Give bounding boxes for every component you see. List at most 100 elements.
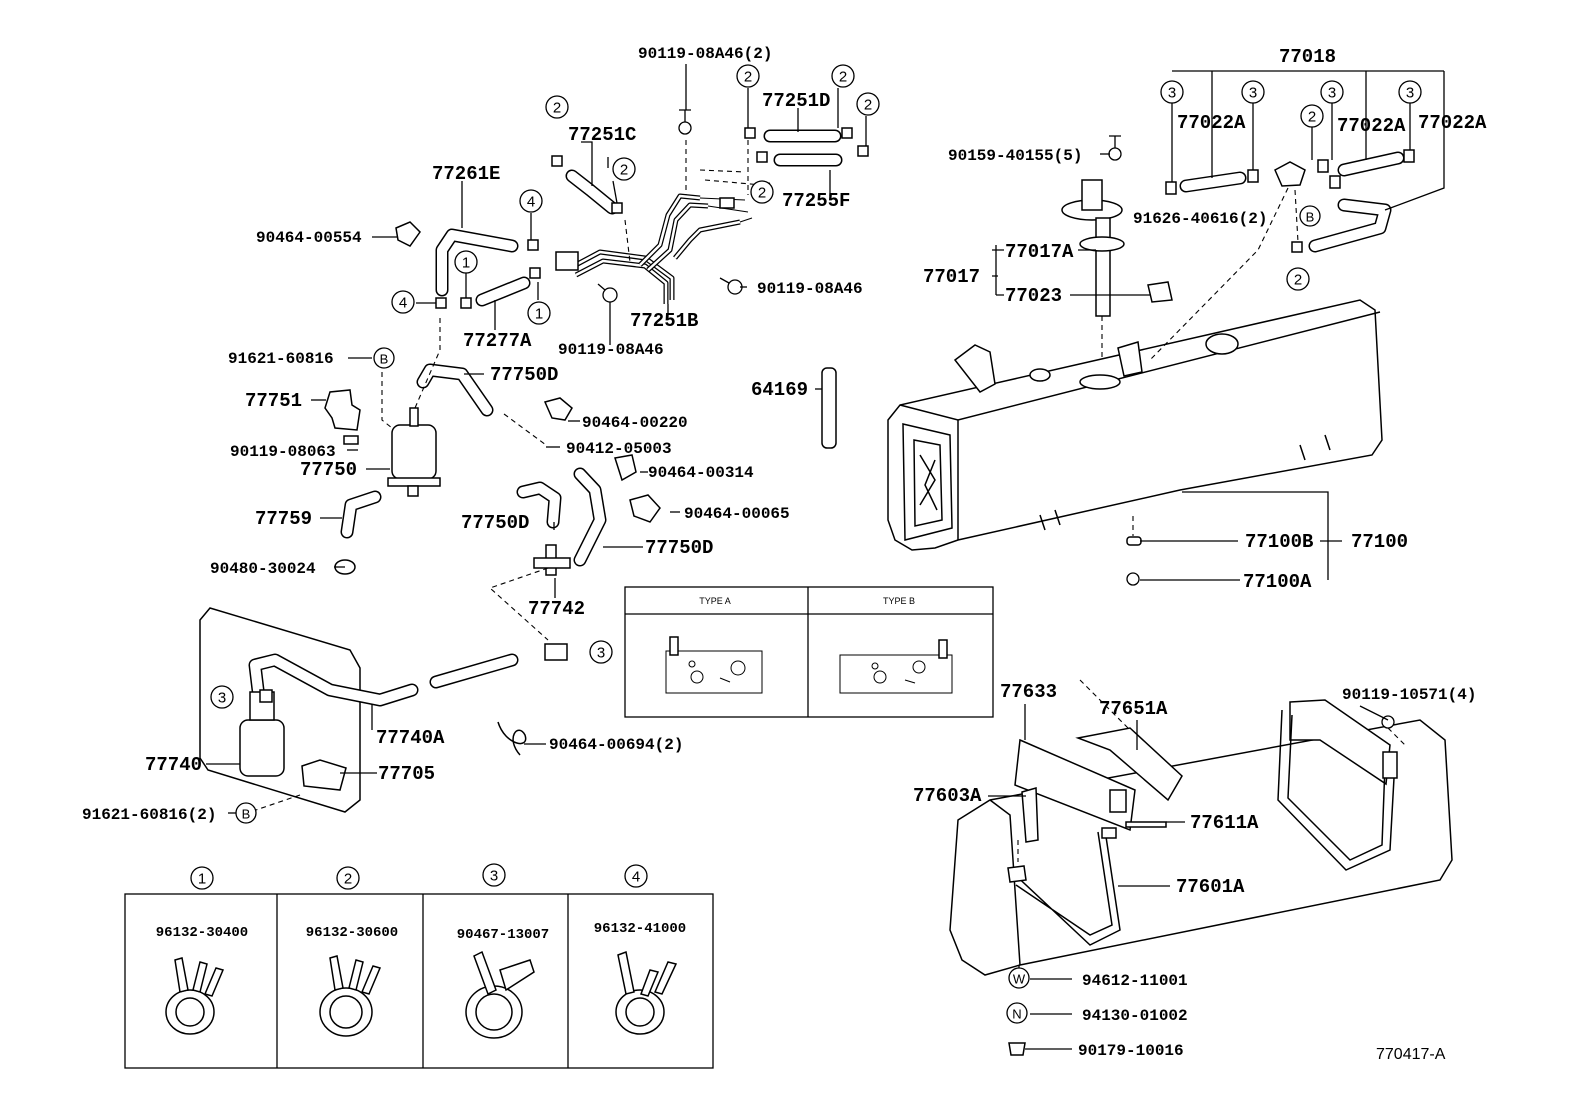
marker-3: 3 bbox=[1398, 80, 1422, 104]
clamp-marker-2 bbox=[336, 866, 360, 890]
svg-text:3: 3 bbox=[1406, 85, 1414, 102]
label-91621-60816-2: 91621-60816(2) bbox=[82, 806, 216, 824]
marker-w: W bbox=[1008, 967, 1030, 989]
svg-text:2: 2 bbox=[744, 69, 752, 86]
label-90119-08a46-2: 90119-08A46(2) bbox=[638, 45, 772, 63]
label-77017a: 77017A bbox=[1005, 241, 1074, 263]
svg-text:B: B bbox=[1306, 210, 1315, 225]
svg-text:3: 3 bbox=[218, 690, 226, 707]
clamp-type-2: 2 96132-30600 bbox=[306, 866, 398, 1037]
label-77023: 77023 bbox=[1005, 285, 1062, 307]
label-77100a: 77100A bbox=[1243, 571, 1312, 593]
svg-text:2: 2 bbox=[864, 97, 872, 114]
svg-text:2: 2 bbox=[1308, 109, 1316, 126]
marker-b: B bbox=[235, 802, 257, 824]
marker-2: 2 bbox=[1286, 267, 1310, 291]
label-90119-08a46-right: 90119-08A46 bbox=[757, 280, 863, 298]
svg-text:3: 3 bbox=[1168, 85, 1176, 102]
part-labels: 90119-08A46(2) 77251D 77251C 77255F 7726… bbox=[82, 45, 1487, 1063]
svg-text:2: 2 bbox=[620, 162, 628, 179]
drain-plug-icon bbox=[1008, 1042, 1026, 1056]
clamp-part-2: 96132-30600 bbox=[306, 925, 398, 941]
label-77100b: 77100B bbox=[1245, 531, 1313, 553]
label-90464-00554: 90464-00554 bbox=[256, 229, 362, 247]
marker-3: 3 bbox=[1160, 80, 1184, 104]
marker-3: 3 bbox=[1320, 80, 1344, 104]
label-77651a: 77651A bbox=[1099, 698, 1168, 720]
fuel-tube-assembly bbox=[555, 169, 763, 304]
label-77740a: 77740A bbox=[376, 727, 445, 749]
label-77705: 77705 bbox=[378, 763, 435, 785]
svg-text:2: 2 bbox=[553, 100, 561, 117]
label-90159-40155-5: 90159-40155(5) bbox=[948, 147, 1082, 165]
svg-text:2: 2 bbox=[1294, 272, 1302, 289]
fuel-sender-assembly bbox=[1061, 179, 1173, 317]
marker-3: 3 bbox=[210, 685, 234, 709]
label-77750d-top: 77750D bbox=[490, 364, 558, 386]
type-b-illustration bbox=[839, 654, 953, 694]
type-b-heading: TYPE B bbox=[883, 596, 915, 606]
t-joint bbox=[533, 544, 571, 576]
label-77603a: 77603A bbox=[913, 785, 982, 807]
bolts bbox=[597, 109, 1142, 586]
label-91621-60816: 91621-60816 bbox=[228, 350, 334, 368]
label-90464-00314: 90464-00314 bbox=[648, 464, 754, 482]
marker-4: 4 bbox=[391, 290, 415, 314]
clamp-reference-table: 1 96132-30400 2 96132-30600 3 90467-1300… bbox=[124, 863, 714, 1069]
label-77100: 77100 bbox=[1351, 531, 1408, 553]
svg-text:3: 3 bbox=[597, 645, 605, 662]
lower-left-tank bbox=[199, 607, 519, 813]
clamp-number-3: 3 bbox=[490, 868, 498, 885]
label-77740: 77740 bbox=[145, 754, 202, 776]
label-90412-05003: 90412-05003 bbox=[566, 440, 672, 458]
marker-3: 3 bbox=[1241, 80, 1265, 104]
clamp-type-3: 3 90467-13007 bbox=[457, 863, 549, 1039]
clamp-number-4: 4 bbox=[632, 869, 640, 886]
svg-text:B: B bbox=[380, 352, 389, 367]
label-77601a: 77601A bbox=[1176, 876, 1245, 898]
leader-lines bbox=[206, 64, 1445, 1050]
type-a-illustration bbox=[665, 650, 763, 694]
clamp-marker-3 bbox=[482, 863, 506, 887]
svg-text:4: 4 bbox=[399, 295, 407, 312]
label-90464-00694-2: 90464-00694(2) bbox=[549, 736, 683, 754]
clamp-type-1: 1 96132-30400 bbox=[156, 866, 248, 1035]
clamp-marker-4 bbox=[624, 864, 648, 888]
svg-text:B: B bbox=[242, 807, 251, 822]
label-77251b: 77251B bbox=[630, 310, 698, 332]
clamp-number-1: 1 bbox=[198, 871, 206, 888]
label-77251c: 77251C bbox=[568, 124, 636, 146]
svg-text:1: 1 bbox=[535, 306, 543, 323]
svg-text:W: W bbox=[1013, 972, 1026, 987]
marker-2: 2 bbox=[545, 95, 569, 119]
label-90480-30024: 90480-30024 bbox=[210, 560, 316, 578]
circled-markers: 2 2 2 2 2 2 4 1 1 4 B 3 3 B 3 3 3 3 2 B … bbox=[210, 64, 1422, 1056]
clamp-part-1: 96132-30400 bbox=[156, 925, 248, 941]
marker-b: B bbox=[373, 347, 395, 369]
clamp-marker-1 bbox=[190, 866, 214, 890]
label-90119-08a46-bottom: 90119-08A46 bbox=[558, 341, 664, 359]
label-94130-01002: 94130-01002 bbox=[1082, 1007, 1188, 1025]
svg-text:2: 2 bbox=[839, 69, 847, 86]
marker-2: 2 bbox=[736, 64, 760, 88]
label-77633: 77633 bbox=[1000, 681, 1057, 703]
marker-2: 2 bbox=[1300, 104, 1324, 128]
marker-1: 1 bbox=[527, 301, 551, 325]
label-90119-10571-4: 90119-10571(4) bbox=[1342, 686, 1476, 704]
main-fuel-tank bbox=[887, 299, 1383, 551]
label-77277a: 77277A bbox=[463, 330, 532, 352]
marker-3: 3 bbox=[589, 640, 613, 664]
type-comparison-table: TYPE A TYPE B bbox=[624, 586, 994, 718]
label-91626-40616-2: 91626-40616(2) bbox=[1133, 210, 1267, 228]
label-94612-11001: 94612-11001 bbox=[1082, 972, 1188, 990]
label-77017: 77017 bbox=[923, 266, 980, 288]
marker-1: 1 bbox=[454, 250, 478, 274]
marker-2: 2 bbox=[856, 92, 880, 116]
label-77022a-left: 77022A bbox=[1177, 112, 1246, 134]
lower-tank-with-straps bbox=[949, 699, 1453, 976]
label-90464-00065: 90464-00065 bbox=[684, 505, 790, 523]
hose-clamps bbox=[435, 127, 869, 661]
svg-text:3: 3 bbox=[1249, 85, 1257, 102]
diagram-reference-number: 770417-A bbox=[1376, 1046, 1446, 1063]
